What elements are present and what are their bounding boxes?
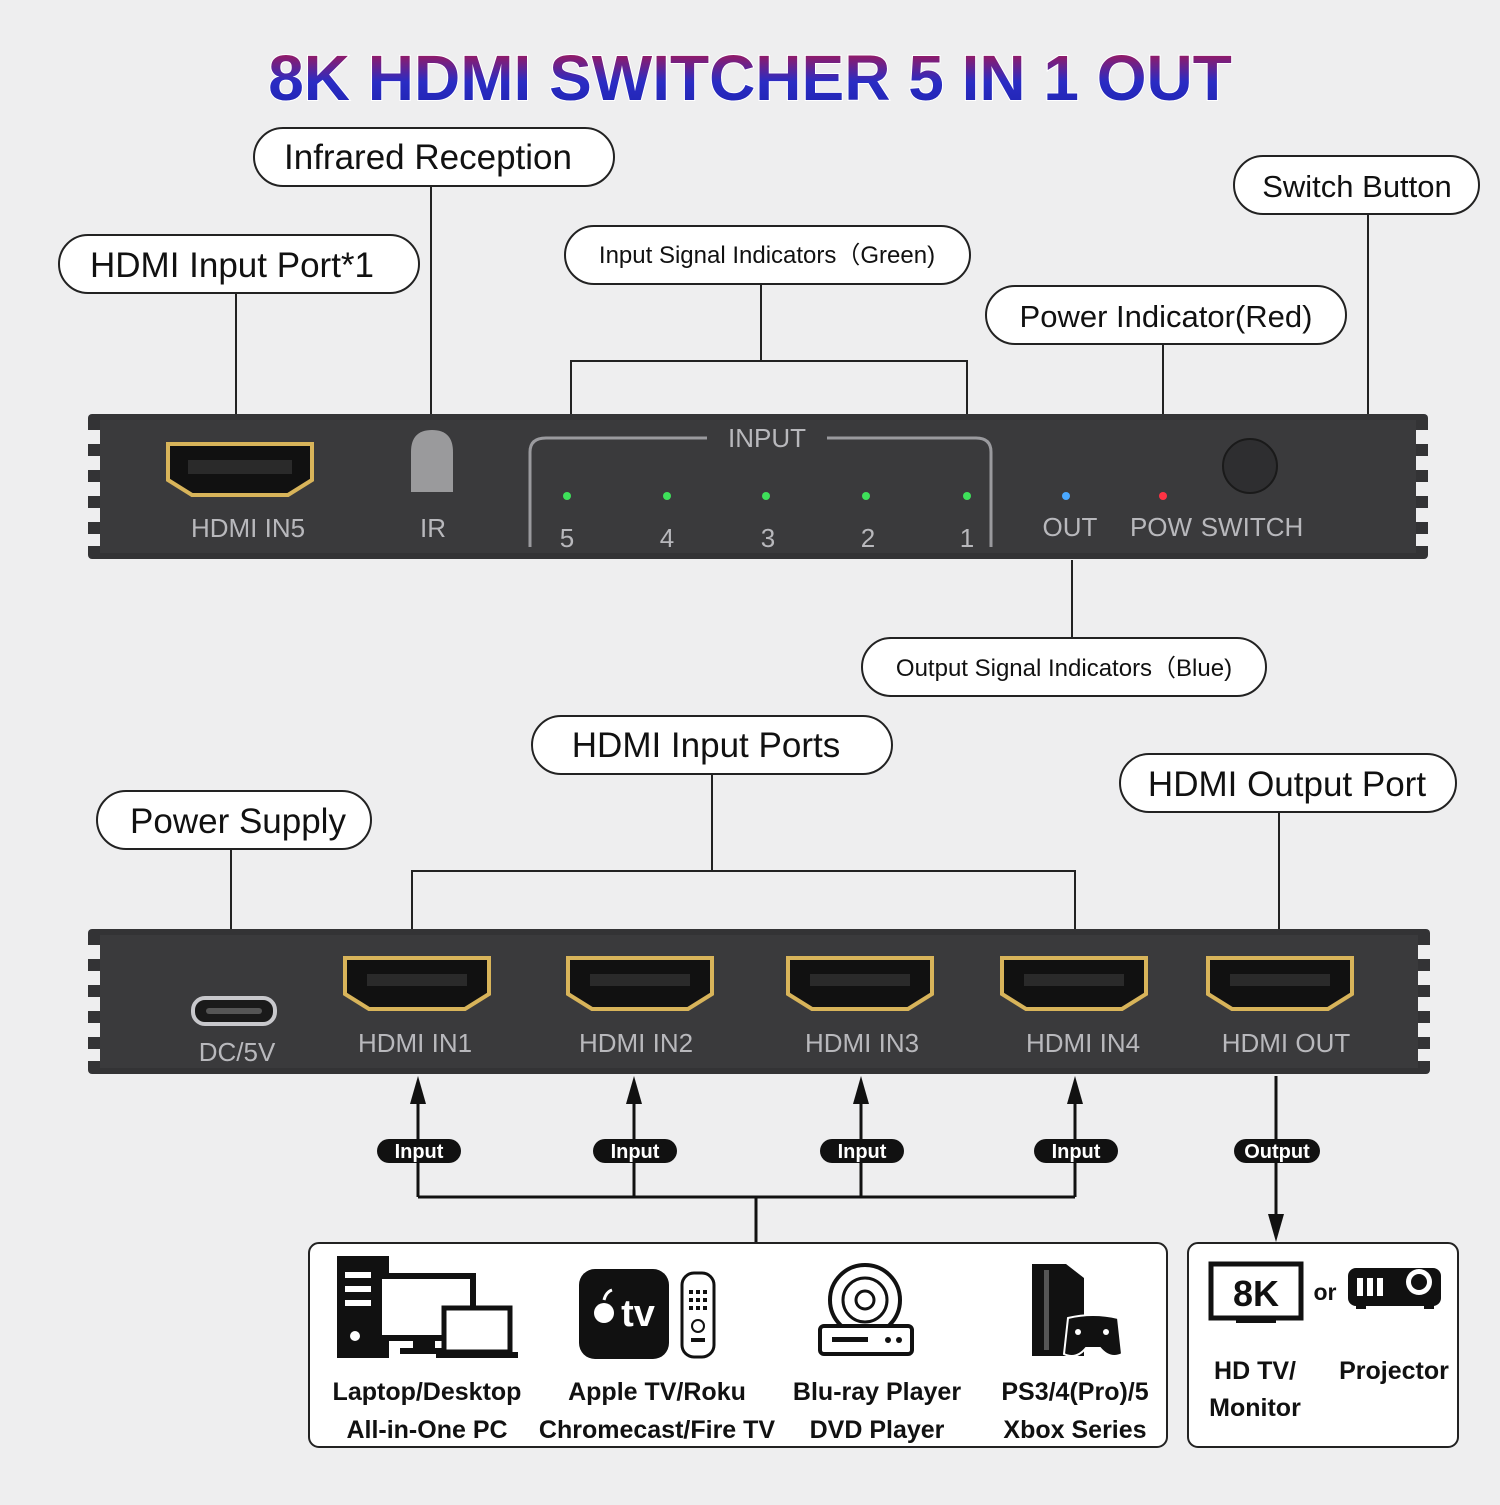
- callout-output-signal: Output Signal Indicators（Blue): [896, 655, 1232, 682]
- label-out: OUT: [1043, 512, 1098, 542]
- flow-badges: Input Input Input Input Output: [377, 1139, 1320, 1163]
- callout-hdmi-output-port: HDMI Output Port: [1148, 765, 1426, 804]
- label-hdmi-in5: HDMI IN5: [191, 513, 305, 543]
- computer-icon: [337, 1256, 518, 1358]
- disc-player-icon: [818, 1263, 914, 1356]
- tv-8k-badge: 8K: [1233, 1273, 1279, 1314]
- label-hdmi-in2: HDMI IN2: [579, 1028, 693, 1058]
- source-2-line2: Chromecast/Fire TV: [539, 1416, 776, 1444]
- arrow-up-icon: [626, 1076, 642, 1104]
- hdmi-port-contacts: [590, 974, 690, 986]
- callout-power-supply: Power Supply: [130, 802, 346, 841]
- callout-power-indicator: Power Indicator(Red): [1020, 299, 1313, 334]
- label-ir: IR: [420, 513, 446, 543]
- projector-label: Projector: [1339, 1357, 1449, 1385]
- tv-line1: HD TV/: [1214, 1357, 1296, 1385]
- led-output: [1062, 492, 1070, 500]
- arrow-up-icon: [853, 1076, 869, 1104]
- arrow-down-icon: [1268, 1214, 1284, 1242]
- page-title: 8K HDMI SWITCHER 5 IN 1 OUT: [268, 42, 1232, 114]
- label-hdmi-out: HDMI OUT: [1222, 1028, 1351, 1058]
- label-hdmi-in3: HDMI IN3: [805, 1028, 919, 1058]
- source-3-line2: DVD Player: [810, 1416, 945, 1444]
- hdmi-port-contacts: [810, 974, 910, 986]
- input-badge-1: Input: [395, 1141, 444, 1163]
- output-devices: 8K or HD TV/ Monitor Projector: [1187, 1242, 1459, 1448]
- source-devices: tv Lapt: [308, 1242, 1168, 1448]
- tv-monitor-icon: 8K: [1208, 1261, 1304, 1323]
- hdmi-port-contacts: [1024, 974, 1124, 986]
- apple-tv-icon: tv: [579, 1269, 716, 1359]
- callout-hdmi-input-ports: HDMI Input Ports: [572, 726, 840, 765]
- tv-line2: Monitor: [1209, 1394, 1301, 1422]
- rear-callouts: HDMI Input Ports HDMI Output Port Power …: [96, 715, 1457, 850]
- switch-button-icon[interactable]: [1222, 438, 1278, 494]
- label-pow: POW: [1130, 512, 1193, 542]
- arrow-up-icon: [410, 1076, 426, 1104]
- hdmi-port-contacts: [1230, 974, 1330, 986]
- input-leds: [563, 492, 971, 500]
- label-hdmi-in4: HDMI IN4: [1026, 1028, 1140, 1058]
- led-number-3: 3: [761, 523, 775, 553]
- game-console-icon: [1032, 1264, 1124, 1357]
- callout-switch-button: Switch Button: [1262, 169, 1452, 204]
- input-badge-2: Input: [611, 1141, 660, 1163]
- callout-infrared: Infrared Reception: [284, 138, 572, 177]
- led-input-1: [963, 492, 971, 500]
- led-power: [1159, 492, 1167, 500]
- remote-icon: [680, 1271, 716, 1359]
- input-badge-3: Input: [838, 1141, 887, 1163]
- label-hdmi-in1: HDMI IN1: [358, 1028, 472, 1058]
- apple-tv-icon-text: tv: [621, 1293, 655, 1335]
- led-input-4: [663, 492, 671, 500]
- callout-input-signal: Input Signal Indicators（Green): [599, 242, 935, 269]
- source-1-line2: All-in-One PC: [346, 1416, 507, 1444]
- source-3-line1: Blu-ray Player: [793, 1378, 961, 1406]
- label-switch: SWITCH: [1201, 512, 1304, 542]
- led-number-1: 1: [960, 523, 974, 553]
- source-1-line1: Laptop/Desktop: [333, 1378, 522, 1406]
- front-panel: HDMI IN5 IR INPUT 5 4 3 2 1 OUT POW SWIT…: [88, 414, 1428, 559]
- label-dc: DC/5V: [199, 1037, 276, 1067]
- led-number-4: 4: [660, 523, 674, 553]
- or-label: or: [1314, 1279, 1337, 1305]
- rear-panel: DC/5V HDMI IN1 HDMI IN2 HDMI IN3 HDMI IN…: [88, 929, 1430, 1074]
- projector-icon: [1348, 1268, 1441, 1309]
- callout-hdmi-input-port1: HDMI Input Port*1: [90, 246, 374, 285]
- label-input: INPUT: [728, 423, 806, 453]
- led-input-2: [862, 492, 870, 500]
- arrow-up-icon: [1067, 1076, 1083, 1104]
- front-callouts: Infrared Reception Switch Button HDMI In…: [58, 127, 1480, 697]
- led-input-3: [762, 492, 770, 500]
- led-input-5: [563, 492, 571, 500]
- source-2-line1: Apple TV/Roku: [568, 1378, 746, 1406]
- led-number-2: 2: [861, 523, 875, 553]
- led-number-5: 5: [560, 523, 574, 553]
- ir-receiver-icon: [411, 430, 453, 492]
- output-badge: Output: [1244, 1141, 1310, 1163]
- source-4-line2: Xbox Series: [1003, 1416, 1146, 1444]
- hdmi-port-contacts: [367, 974, 467, 986]
- input-badge-4: Input: [1052, 1141, 1101, 1163]
- flow-arrowheads: [410, 1076, 1284, 1242]
- source-4-line1: PS3/4(Pro)/5: [1001, 1378, 1148, 1406]
